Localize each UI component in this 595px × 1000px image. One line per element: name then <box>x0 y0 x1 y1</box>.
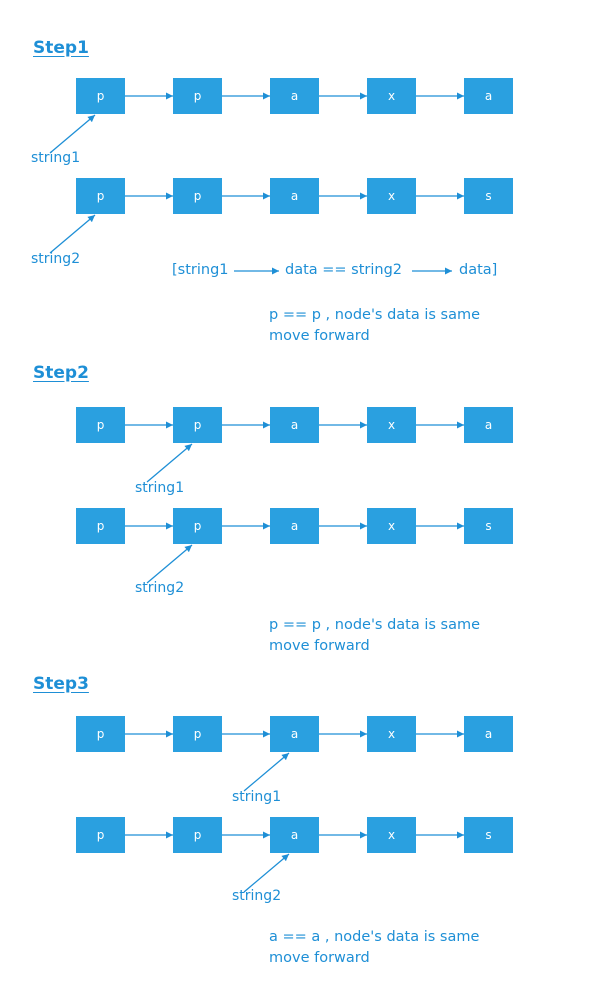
step3-string2-pointer-arrow <box>243 853 290 893</box>
step2-list1-node-4: x <box>367 407 416 443</box>
step2-string2-pointer-label: string2 <box>135 580 185 596</box>
step3-list1-node-4: x <box>367 716 416 752</box>
step2-title: Step2 <box>33 363 89 383</box>
step3-note-line1: a == a , node's data is same <box>269 929 480 945</box>
step1-note-line2: move forward <box>269 328 370 344</box>
step2-list1-node-5: a <box>464 407 513 443</box>
step1-list2-node-2: p <box>173 178 222 214</box>
step3-string2-pointer-label: string2 <box>232 888 282 904</box>
step1-list2-node-5: s <box>464 178 513 214</box>
step1-list2-node-3: a <box>270 178 319 214</box>
step2-list2-node-1: p <box>76 508 125 544</box>
step3-string1-pointer-label: string1 <box>232 789 282 805</box>
step2-list2-node-2: p <box>173 508 222 544</box>
step1-list1-node-5: a <box>464 78 513 114</box>
step3-list2-node-5: s <box>464 817 513 853</box>
step2-list2-node-4: x <box>367 508 416 544</box>
step3-list2-node-4: x <box>367 817 416 853</box>
step3-list1-node-3: a <box>270 716 319 752</box>
formula-middle: data == string2 <box>285 262 403 278</box>
step3-note-line2: move forward <box>269 950 370 966</box>
step2-list1-node-2: p <box>173 407 222 443</box>
step1-note-line1: p == p , node's data is same <box>269 307 481 323</box>
step1-list1-node-4: x <box>367 78 416 114</box>
step2-note-line2: move forward <box>269 638 370 654</box>
step2-list2-node-3: a <box>270 508 319 544</box>
step2-list2-node-5: s <box>464 508 513 544</box>
step1-string1-pointer-label: string1 <box>31 150 81 166</box>
step3-list2-node-3: a <box>270 817 319 853</box>
step1-string2-pointer-label: string2 <box>31 251 81 267</box>
step2-list1-node-3: a <box>270 407 319 443</box>
step3-list2-node-2: p <box>173 817 222 853</box>
step2-note-line1: p == p , node's data is same <box>269 617 481 633</box>
step3-title: Step3 <box>33 674 89 694</box>
step1-list2-node-4: x <box>367 178 416 214</box>
formula-open: [string1 <box>172 262 229 278</box>
step1-list2-node-1: p <box>76 178 125 214</box>
step3-list1-node-1: p <box>76 716 125 752</box>
step1-string1-pointer-arrow <box>49 114 96 154</box>
step1-list1-node-3: a <box>270 78 319 114</box>
step2-list1-node-1: p <box>76 407 125 443</box>
step3-string1-pointer-arrow <box>243 752 290 792</box>
step2-string1-pointer-arrow <box>146 443 193 483</box>
step3-list2-node-1: p <box>76 817 125 853</box>
step1-title: Step1 <box>33 38 89 58</box>
step1-list1-node-1: p <box>76 78 125 114</box>
step3-list1-node-2: p <box>173 716 222 752</box>
step3-list1-node-5: a <box>464 716 513 752</box>
step2-string1-pointer-label: string1 <box>135 480 185 496</box>
step1-list1-node-2: p <box>173 78 222 114</box>
step1-string2-pointer-arrow <box>49 214 96 254</box>
formula-close: data] <box>459 262 498 278</box>
step2-string2-pointer-arrow <box>146 544 193 584</box>
